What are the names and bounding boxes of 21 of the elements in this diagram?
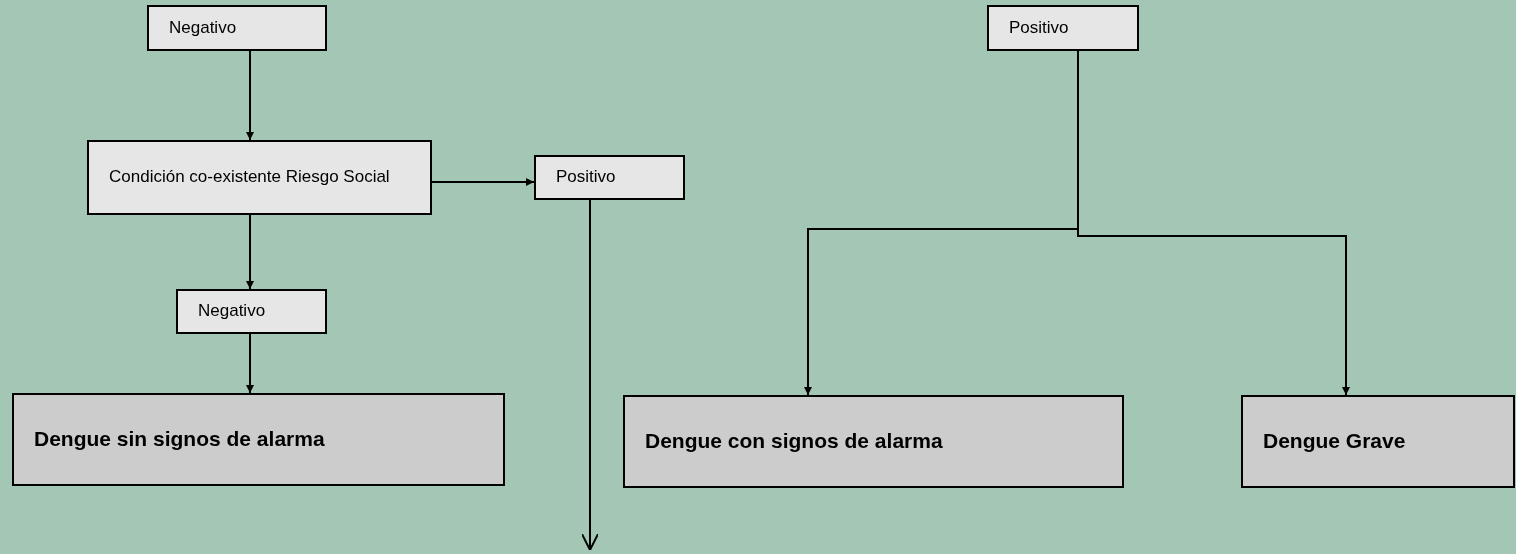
diagnosis-box	[12, 393, 505, 486]
box-label: Dengue Grave	[1263, 428, 1406, 455]
arrow	[246, 214, 254, 290]
box-label: Dengue sin signos de alarma	[34, 426, 325, 453]
diagnosis-box	[1241, 395, 1515, 488]
arrow	[431, 178, 535, 186]
process-box	[987, 5, 1139, 51]
arrow	[246, 50, 254, 141]
process-box	[534, 155, 685, 200]
diagnosis-box	[623, 395, 1124, 488]
box-label: Negativo	[198, 300, 266, 323]
box-label: Positivo	[1009, 16, 1069, 39]
process-box	[176, 289, 327, 334]
box-label: Positivo	[556, 166, 616, 189]
process-box	[147, 5, 327, 51]
box-label: Dengue con signos de alarma	[645, 428, 943, 455]
box-label: Condición co-existente Riesgo Social	[109, 166, 390, 189]
arrow	[581, 199, 599, 551]
box-label: Negativo	[169, 16, 237, 39]
arrow	[246, 333, 254, 394]
process-box	[87, 140, 432, 215]
